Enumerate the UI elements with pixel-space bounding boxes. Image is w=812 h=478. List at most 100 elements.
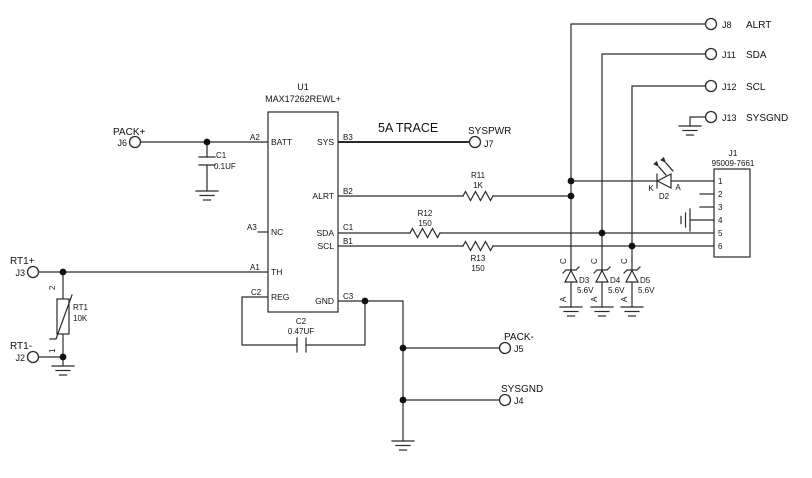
pin-designator: C1 [343,223,354,232]
led-a-label: A [675,183,681,192]
pin-designator: A3 [247,223,257,232]
terminal-ref: J11 [722,50,736,60]
terminal-net: SYSGND [501,384,543,395]
terminal-net: SCL [746,82,766,93]
capacitor-ref: C2 [296,317,307,326]
terminal-ref: J7 [484,139,494,149]
junction-dots [59,138,636,404]
pin-name: SYS [317,137,334,147]
terminal-j12: J12 SCL [704,79,766,93]
led-ref: D2 [659,192,670,201]
terminal-ref: J4 [514,396,524,406]
wire [337,300,404,442]
capacitor-c1: C1 0.1UF [198,151,236,171]
terminal-circle [468,135,482,149]
pin-designator: B3 [343,133,353,142]
ground-symbol [51,365,75,376]
junction-dot [567,192,575,200]
junction-dot [59,353,67,361]
resistor-symbol [462,240,494,252]
wire [631,85,707,271]
terminal-net: SYSGND [746,113,788,124]
resistor-r13: R13 150 [462,240,494,273]
wire [570,23,707,271]
thermistor-pin-top: 2 [48,285,57,290]
connector-j1-body [713,168,751,258]
pin-name: TH [271,267,282,277]
connector-pin-number: 3 [718,203,723,212]
terminal-circle [498,341,512,355]
terminal-j6: PACK+ J6 [113,127,145,149]
zener-a-label: A [620,296,629,302]
pin-designator: B2 [343,187,353,196]
junction-dot [59,268,67,276]
connector-pin-number: 2 [718,190,723,199]
capacitor-value: 0.1UF [214,162,236,171]
connector-j1: J1 95009-7661 1 2 3 4 5 6 [712,148,755,258]
connector-j1-part: 95009-7661 [712,159,755,168]
thermistor-slash [49,294,73,340]
zener-value: 5.6V [608,286,625,295]
pin-name: NC [271,227,283,237]
terminal-net: RT1+ [10,256,35,267]
pin-name: SDA [317,228,335,238]
terminal-ref: J13 [722,113,737,123]
ic-u1-ref: U1 [297,82,309,92]
connector-pin-number: 4 [718,216,723,225]
zener-ref: D3 [579,276,590,285]
resistor-r12: R12 150 [409,209,441,239]
capacitor-ref: C1 [216,151,227,160]
ground-symbol-sideways [680,208,691,232]
zener-triangle [564,269,578,283]
resistor-value: 150 [418,219,432,228]
terminal-net: SDA [746,50,767,61]
terminal-ref: J2 [15,353,25,363]
resistor-value: 150 [471,264,485,273]
pin-designator: A1 [250,263,260,272]
trace-note: 5A TRACE [378,121,438,135]
led-k-label: K [648,184,654,193]
terminal-net: RT1- [10,341,32,352]
ground-symbol [391,440,415,451]
connector-pin-number: 6 [718,242,723,251]
pin-designator: C3 [343,292,354,301]
zener-triangle [625,269,639,283]
terminal-ref: J5 [514,344,524,354]
resistor-r11: R11 1K [462,171,494,202]
thermistor-ref: RT1 [73,303,89,312]
junction-dot [598,229,606,237]
zener-value: 5.6V [638,286,655,295]
terminal-j3: RT1+ J3 [10,256,40,279]
thermistor-pin-bottom: 1 [48,348,57,353]
pin-designator: C2 [251,288,262,297]
zener-ref: D5 [640,276,651,285]
junction-dot [399,344,407,352]
junction-dot [399,396,407,404]
terminal-ref: J12 [722,82,737,92]
pin-name: BATT [271,137,292,147]
terminal-circle [704,17,718,31]
ground-symbol [590,306,614,317]
ic-u1: U1 MAX17262REWL+ A2 A3 A1 C2 BATT NC TH … [247,82,354,313]
connector-pin-number: 1 [718,177,723,186]
terminal-ref: J3 [15,268,25,278]
wires [37,23,715,442]
resistor-ref: R12 [418,209,433,218]
terminal-circle [704,47,718,61]
terminal-ref: J6 [117,138,127,148]
capacitor-c2: C2 0.47UF [288,317,314,353]
terminal-j7: SYSPWR J7 [468,126,511,149]
zener-c-label: C [590,258,599,264]
terminal-circle [128,135,142,149]
resistor-value: 1K [473,181,483,190]
resistor-ref: R13 [471,254,486,263]
terminal-circle [26,350,40,364]
connector-j1-ref: J1 [729,148,738,158]
terminal-net: PACK+ [113,127,145,138]
connector-pin-number: 5 [718,229,723,238]
wire [689,116,707,127]
wire [601,53,707,271]
zener-a-label: A [590,296,599,302]
terminal-j5: PACK- J5 [498,332,534,355]
terminal-ref: J8 [722,20,732,30]
